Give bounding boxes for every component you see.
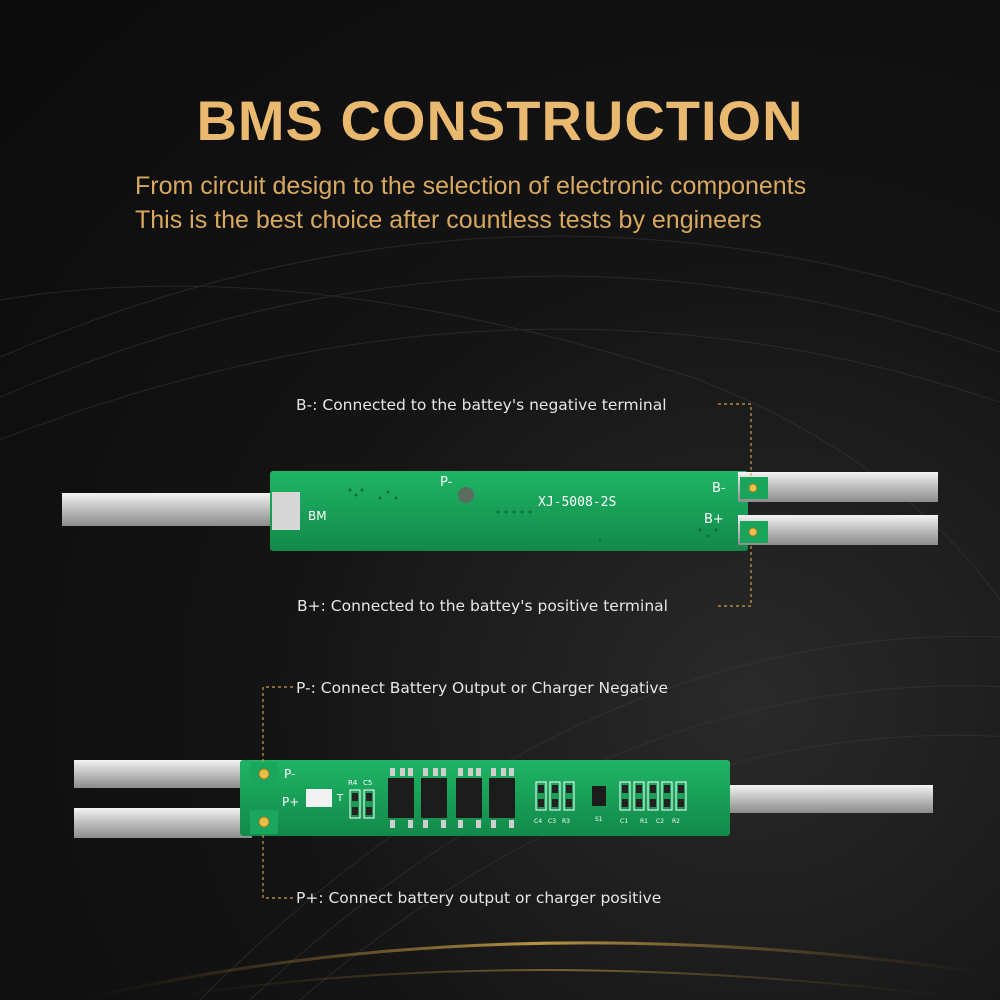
comp-label-s1: S1 xyxy=(595,816,603,823)
p-plus-pad xyxy=(258,816,270,828)
callout-p-minus: P-: Connect Battery Output or Charger Ne… xyxy=(296,679,669,697)
p-minus-pad xyxy=(258,768,270,780)
pad-label-p-minus-2: P- xyxy=(284,767,295,781)
pcb-board xyxy=(270,471,748,551)
subtitle-line-2: This is the best choice after countless … xyxy=(135,206,762,234)
pad-label-b-plus: B+ xyxy=(704,512,724,527)
page-title: BMS CONSTRUCTION xyxy=(196,89,804,152)
nickel-strip-b-plus xyxy=(738,515,938,545)
comp-label-c5: C5 xyxy=(363,779,372,787)
comp-label-c1: C1 xyxy=(620,818,628,825)
bm-pad xyxy=(272,492,300,530)
callout-lines-top xyxy=(718,403,752,607)
comp-label-r2: R2 xyxy=(672,818,680,825)
subtitle-line-1: From circuit design to the selection of … xyxy=(135,172,807,200)
comp-label-r3: R3 xyxy=(562,818,570,825)
pad-label-p-plus-2: P+ xyxy=(282,795,299,809)
mosfet-chips xyxy=(388,768,515,828)
pad-label-t: T xyxy=(336,793,344,804)
nickel-strip-p-plus xyxy=(74,808,252,838)
comp-label-r4: R4 xyxy=(348,779,358,787)
p-minus-via xyxy=(458,487,474,503)
protection-ic xyxy=(592,786,606,806)
callout-b-plus: B+: Connected to the battey's positive t… xyxy=(297,597,668,615)
nickel-strip-bm xyxy=(62,493,300,526)
comp-label-c4: C4 xyxy=(534,818,542,825)
comp-label-r1: R1 xyxy=(640,818,648,825)
pad-label-bm: BM xyxy=(308,509,327,523)
callout-p-plus: P+: Connect battery output or charger po… xyxy=(296,889,662,907)
pad-label-b-minus: B- xyxy=(712,481,726,496)
pcb-board-2 xyxy=(240,760,730,836)
board-model-label: XJ-5008-2S xyxy=(538,495,616,510)
thermistor-pad xyxy=(306,789,332,807)
nickel-strip-right xyxy=(730,785,933,813)
comp-label-c3: C3 xyxy=(548,818,556,825)
comp-label-c2: C2 xyxy=(656,818,664,825)
callout-lines-bottom xyxy=(262,686,293,899)
pad-label-p-minus: P- xyxy=(440,475,453,490)
callout-b-minus: B-: Connected to the battey's negative t… xyxy=(296,396,667,414)
nickel-strip-p-minus xyxy=(74,760,252,788)
nickel-strip-b-minus xyxy=(738,472,938,502)
